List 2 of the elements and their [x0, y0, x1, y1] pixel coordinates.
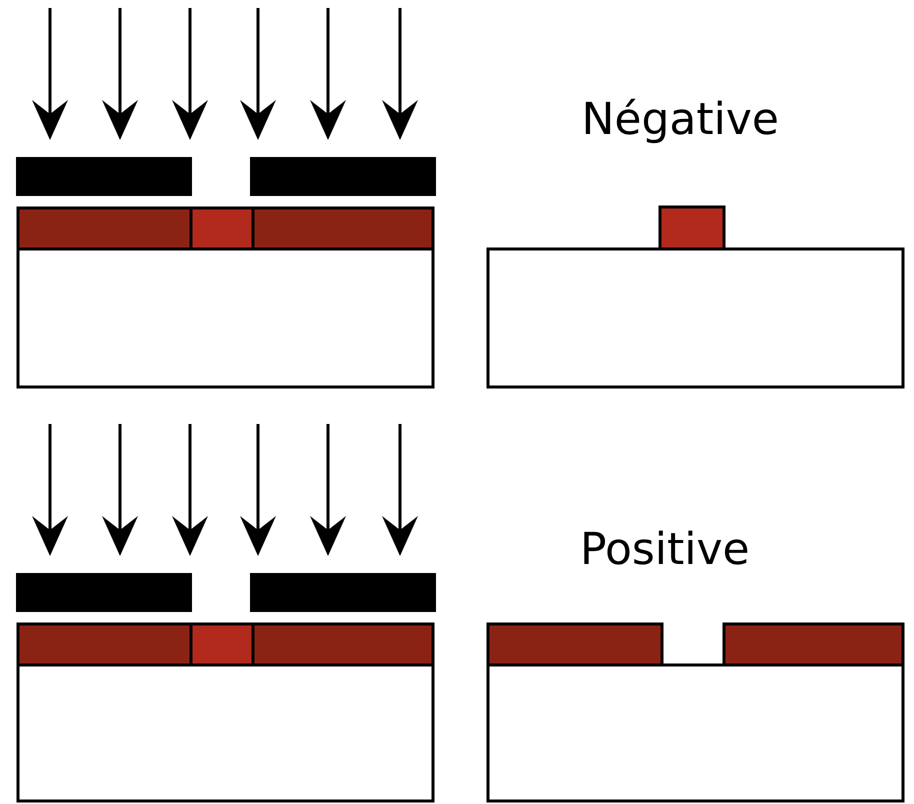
- process-label: Négative: [582, 98, 779, 142]
- process-label: Positive: [580, 528, 750, 572]
